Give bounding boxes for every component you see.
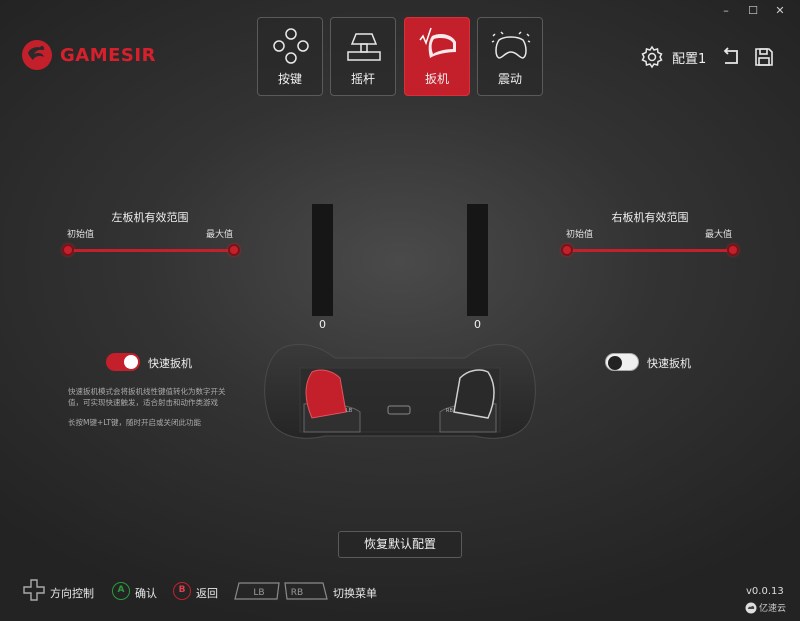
left-range-min-thumb[interactable]	[62, 244, 74, 256]
right-quick-trigger-label: 快速扳机	[647, 357, 691, 370]
left-range-max-thumb[interactable]	[228, 244, 240, 256]
cloud-icon	[745, 602, 757, 613]
maximize-button[interactable]: ☐	[748, 4, 758, 17]
left-trigger-level-bar	[312, 204, 333, 316]
left-trigger-value: 0	[319, 318, 326, 331]
reset-default-button[interactable]: 恢复默认配置	[338, 531, 462, 558]
toggle-knob	[124, 355, 138, 369]
config-name[interactable]: 配置1	[672, 52, 707, 67]
lb-key-icon: LB	[234, 582, 280, 600]
rb-key-text: RB	[291, 588, 303, 598]
tab-vibration[interactable]: 震动	[477, 17, 543, 96]
right-range-min-label: 初始值	[566, 230, 594, 240]
minimize-button[interactable]: –	[723, 4, 729, 17]
a-button-icon: A	[112, 582, 130, 600]
left-range-title: 左板机有效范围	[111, 211, 189, 224]
switch-menu-hint: 切换菜单	[333, 587, 377, 600]
left-quick-trigger-label: 快速扳机	[148, 357, 192, 370]
left-trigger-highlight	[305, 369, 347, 419]
right-range-track	[567, 249, 734, 252]
a-hint: 确认	[135, 587, 157, 600]
right-trigger-level-bar	[467, 204, 488, 316]
right-range-title: 右板机有效范围	[611, 211, 689, 224]
brand-name: GAMESIR	[60, 44, 156, 66]
undo-icon[interactable]	[720, 45, 744, 69]
controller-top-view: LB RB	[264, 343, 536, 439]
b-hint: 返回	[196, 587, 218, 600]
rb-key-icon: RB	[284, 582, 328, 600]
left-range-min-label: 初始值	[67, 230, 95, 240]
right-trigger-value: 0	[474, 318, 481, 331]
description-line: 长按M键+LT键，随时开启或关闭此功能	[68, 418, 201, 427]
b-button-icon: B	[173, 582, 191, 600]
dpad-icon	[23, 579, 45, 601]
lb-key-text: LB	[253, 588, 264, 598]
left-range-track	[68, 249, 235, 252]
usb-port-icon	[387, 405, 411, 415]
right-range-max-label: 最大值	[705, 230, 733, 240]
dpad-buttons-icon	[273, 28, 309, 64]
rb-label: RB	[446, 408, 453, 414]
right-trigger-outline	[453, 369, 495, 419]
dpad-hint: 方向控制	[50, 587, 94, 600]
close-button[interactable]: ✕	[775, 4, 785, 17]
right-quick-trigger-toggle[interactable]	[605, 353, 639, 371]
trigger-icon	[419, 27, 456, 58]
toggle-knob	[608, 356, 622, 370]
tab-label: 扳机	[424, 72, 449, 86]
gamesir-logo-icon	[22, 40, 52, 70]
tab-label: 按键	[277, 72, 302, 86]
right-range-min-thumb[interactable]	[561, 244, 573, 256]
tab-label: 震动	[497, 72, 522, 86]
left-quick-trigger-toggle[interactable]	[106, 353, 140, 371]
watermark-text: 亿速云	[759, 604, 787, 614]
description-line: 快速扳机模式会将扳机线性键值转化为数字开关	[68, 387, 226, 396]
tab-trigger[interactable]: 扳机	[404, 17, 470, 96]
watermark: 亿速云	[745, 601, 786, 614]
gear-icon[interactable]	[640, 45, 664, 69]
right-range-max-thumb[interactable]	[727, 244, 739, 256]
version-label: v0.0.13	[746, 586, 784, 597]
vibration-icon	[491, 31, 531, 59]
tab-label: 摇杆	[350, 72, 375, 86]
brand-logo: GAMESIR	[20, 38, 156, 72]
save-icon[interactable]	[752, 45, 776, 69]
quick-trigger-description: 快速扳机模式会将扳机线性键值转化为数字开关 值，可实现快速触发，适合射击和动作类…	[68, 386, 248, 428]
tab-joystick[interactable]: 摇杆	[330, 17, 396, 96]
lb-label: LB	[346, 408, 353, 414]
description-line: 值，可实现快速触发，适合射击和动作类游戏	[68, 398, 218, 407]
tab-buttons[interactable]: 按键	[257, 17, 323, 96]
left-range-max-label: 最大值	[206, 230, 234, 240]
joystick-icon	[347, 33, 381, 61]
